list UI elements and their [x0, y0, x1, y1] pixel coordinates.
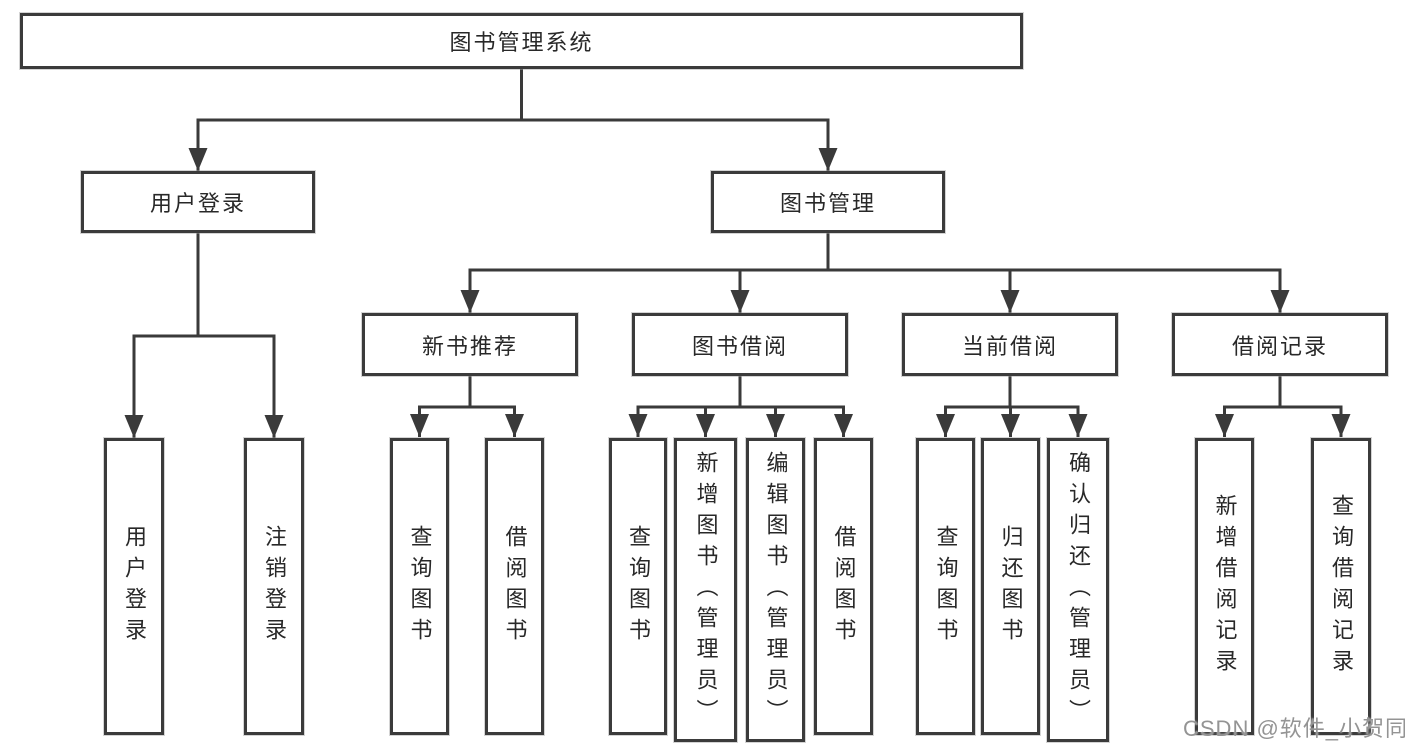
leaf-cb-query-book: 查询图书	[916, 438, 975, 735]
node-borrow-record: 借阅记录	[1172, 313, 1388, 376]
leaf-user-login-label: 用户登录	[122, 524, 147, 649]
leaf-user-login: 用户登录	[104, 438, 164, 735]
leaf-bb-add-book-admin-label: 新增图书（管理员）	[693, 450, 719, 730]
leaf-nb-query-book-label: 查询图书	[407, 524, 433, 649]
node-new-book-recommend: 新书推荐	[362, 313, 578, 376]
leaf-cb-confirm-return-admin-label: 确认归还（管理员）	[1066, 450, 1091, 730]
leaf-bb-edit-book-admin-label: 编辑图书（管理员）	[763, 450, 789, 730]
node-current-borrow-label: 当前借阅	[961, 333, 1058, 359]
leaf-cb-confirm-return-admin: 确认归还（管理员）	[1047, 438, 1109, 742]
node-book-borrow-label: 图书借阅	[691, 333, 788, 359]
node-book-management-label: 图书管理	[779, 191, 876, 216]
leaf-nb-query-book: 查询图书	[390, 438, 449, 735]
leaf-bb-query-book: 查询图书	[609, 438, 667, 735]
connector-current-borrow-trunk	[944, 376, 1080, 409]
node-book-borrow: 图书借阅	[632, 313, 848, 376]
node-root-system: 图书管理系统	[20, 13, 1023, 69]
node-new-book-recommend-label: 新书推荐	[421, 333, 518, 359]
connector-root-trunk	[196, 69, 830, 122]
node-user-login: 用户登录	[81, 171, 315, 233]
connector-user-login-trunk	[132, 233, 276, 338]
node-root-system-label: 图书管理系统	[449, 30, 594, 55]
leaf-br-query-record: 查询借阅记录	[1311, 438, 1371, 735]
node-borrow-record-label: 借阅记录	[1231, 333, 1328, 359]
connector-book-borrow-trunk	[636, 376, 845, 409]
leaf-br-add-record-label: 新增借阅记录	[1212, 493, 1238, 680]
leaf-bb-edit-book-admin: 编辑图书（管理员）	[746, 438, 805, 742]
leaf-bb-add-book-admin: 新增图书（管理员）	[674, 438, 737, 742]
leaf-cb-query-book-label: 查询图书	[933, 524, 959, 649]
leaf-br-add-record: 新增借阅记录	[1195, 438, 1254, 735]
leaf-nb-borrow-book-label: 借阅图书	[502, 524, 528, 649]
connector-borrow-record-trunk	[1223, 376, 1343, 409]
node-current-borrow: 当前借阅	[902, 313, 1118, 376]
leaf-nb-borrow-book: 借阅图书	[485, 438, 544, 735]
connector-book-mgmt-trunk	[468, 233, 1282, 272]
node-book-management: 图书管理	[711, 171, 945, 233]
leaf-logout-label: 注销登录	[262, 524, 287, 649]
leaf-cb-return-book: 归还图书	[981, 438, 1040, 735]
leaf-bb-query-book-label: 查询图书	[626, 524, 651, 649]
leaf-br-query-record-label: 查询借阅记录	[1329, 493, 1354, 680]
leaf-logout: 注销登录	[244, 438, 304, 735]
leaf-bb-borrow-book: 借阅图书	[814, 438, 873, 735]
connector-new-book-trunk	[418, 376, 516, 409]
leaf-cb-return-book-label: 归还图书	[998, 524, 1024, 649]
node-user-login-label: 用户登录	[149, 191, 246, 216]
leaf-bb-borrow-book-label: 借阅图书	[831, 524, 857, 649]
csdn-watermark: CSDN @软件_小贺同学	[1183, 716, 1405, 741]
